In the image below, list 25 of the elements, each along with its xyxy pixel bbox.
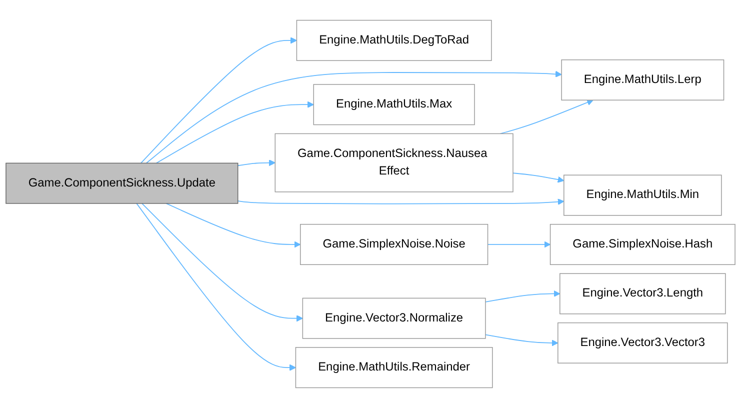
arrow [485, 290, 560, 302]
node-box: Game.SimplexNoise.Noise [300, 224, 488, 265]
arrow [140, 37, 297, 164]
arrow [500, 99, 594, 134]
node-box: Game.SimplexNoise.Hash [550, 224, 736, 265]
node-box: Engine.MathUtils.Max [313, 84, 475, 126]
node-box: Game.ComponentSickness.Update [6, 162, 238, 204]
arrow [487, 241, 551, 248]
node-box: Engine.MathUtils.Lerp [561, 59, 724, 100]
arrow [512, 172, 564, 183]
node-box: Engine.Vector3.Normalize [302, 298, 486, 339]
node-box: Engine.MathUtils.DegToRad [296, 20, 492, 61]
arrow [237, 198, 564, 206]
arrow [146, 70, 562, 164]
arrow [237, 160, 276, 166]
arrow [485, 334, 558, 346]
node-box: Engine.MathUtils.Min [564, 174, 722, 216]
arrow [166, 203, 301, 248]
node-box: Engine.MathUtils.Remainder [295, 347, 493, 388]
node-box: Engine.Vector3.Vector3 [558, 322, 728, 364]
arrow [142, 203, 303, 322]
arrow [156, 101, 314, 164]
node-box: Game.ComponentSickness.Nausea Effect [274, 133, 514, 192]
node-box: Engine.Vector3.Length [560, 273, 726, 314]
arrow [136, 203, 296, 371]
